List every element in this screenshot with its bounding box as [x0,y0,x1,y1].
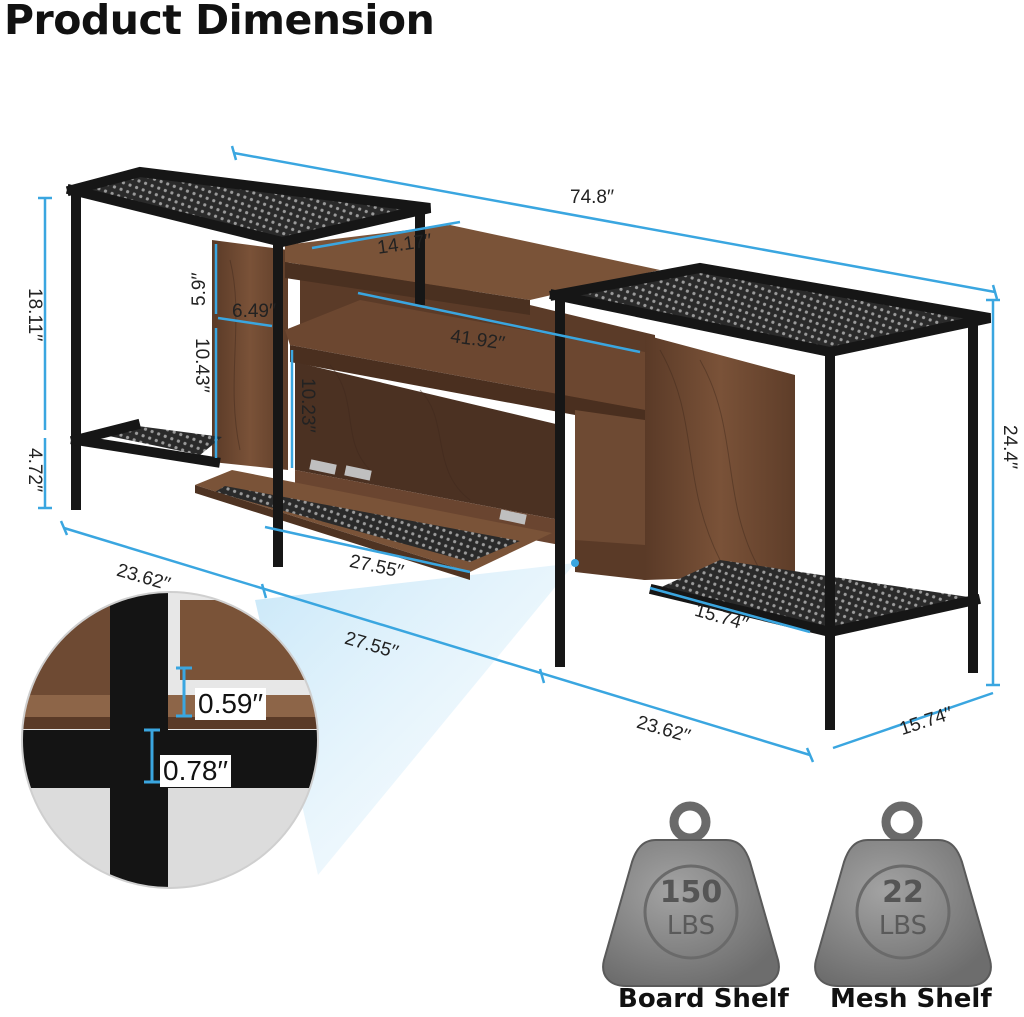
dim-side-cubby-width: 6.49′′ [232,301,277,322]
left-side-table [65,166,432,567]
weight-caption-board: Board Shelf [618,984,789,1014]
right-side-table [549,262,992,730]
zoom-board-thickness: 0.59′′ [195,688,266,720]
zoom-detail-circle [22,592,318,888]
weight-caption-mesh: Mesh Shelf [830,984,992,1014]
weight-number-mesh: 22 [882,875,924,910]
page-title: Product Dimension [4,0,435,44]
dim-lower-open-height: 10.43′′ [191,338,212,393]
weight-unit-mesh: LBS [879,911,927,941]
weight-number-board: 150 [660,875,723,910]
dim-drop-door-height: 10.23′′ [297,378,318,433]
dim-total-height: 24.4′′ [999,425,1020,470]
weight-icon-mesh [814,801,992,987]
center-cabinet [195,225,795,580]
zoom-beam [255,563,575,875]
dimension-lines [38,145,1000,763]
dim-upper-open-height: 5.9′′ [189,272,210,306]
zoom-frame-thickness: 0.78′′ [160,755,231,787]
dim-bottom-clearance: 4.72′′ [24,448,45,493]
dim-side-height: 18.11′′ [24,288,45,342]
weight-unit-board: LBS [667,911,715,941]
dim-total-width: 74.8′′ [570,187,615,208]
weight-icon-board [602,801,780,987]
